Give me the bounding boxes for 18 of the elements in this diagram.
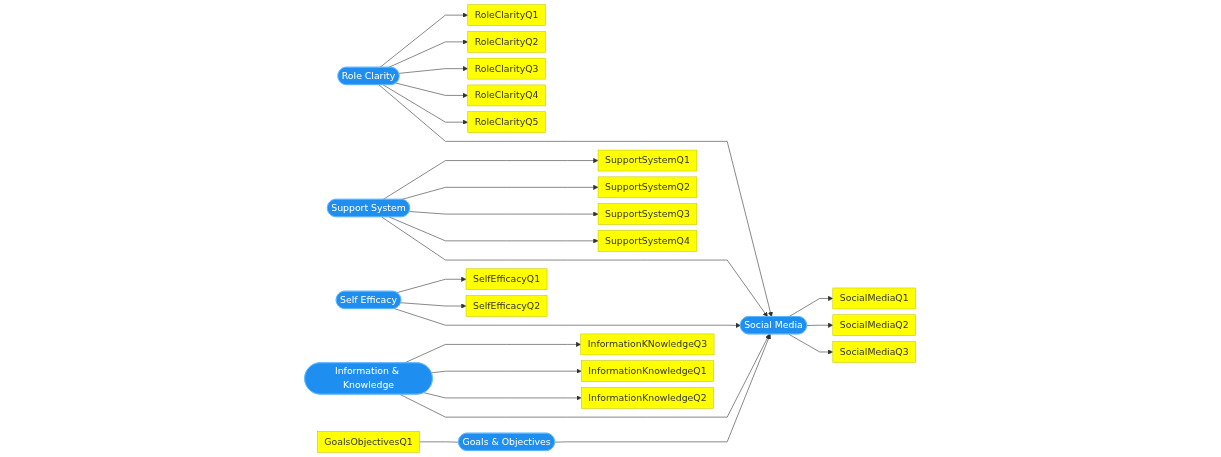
node-box: RoleClarityQ5: [467, 111, 547, 133]
node-box: InformationKNowledgeQ3: [580, 333, 715, 356]
node-box: RoleClarityQ2: [467, 31, 547, 53]
node-box: InformationKnowledgeQ1: [581, 360, 715, 382]
node-box: RoleClarityQ4: [467, 84, 547, 107]
node-box: InformationKnowledgeQ2: [581, 387, 715, 409]
node-box: RoleClarityQ3: [467, 57, 547, 80]
node-box: SocialMediaQ2: [832, 314, 917, 336]
node-box: SupportSystemQ1: [598, 149, 698, 172]
node-box: SelfEfficacyQ1: [466, 268, 548, 290]
node-box: SocialMediaQ3: [832, 341, 917, 363]
node-box: SupportSystemQ4: [598, 230, 698, 252]
node-box: GoalsObjectivesQ1: [317, 431, 421, 453]
node-box: SupportSystemQ3: [598, 203, 698, 225]
node-box: RoleClarityQ1: [467, 4, 547, 26]
node-box: SocialMediaQ1: [832, 287, 917, 310]
node-box: SelfEfficacyQ2: [466, 295, 548, 317]
node-box: SupportSystemQ2: [598, 176, 698, 199]
